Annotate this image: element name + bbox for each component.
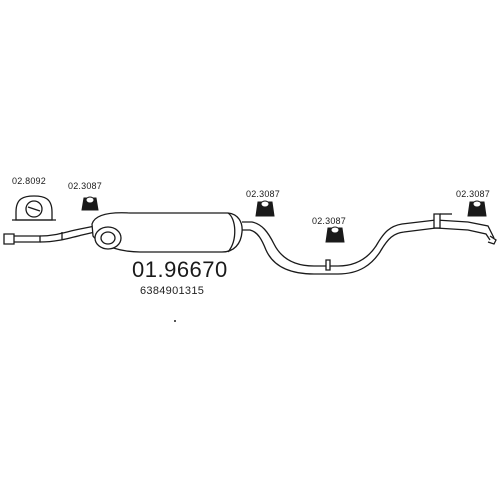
rubber-hanger-icon	[467, 200, 487, 217]
clamp-icon	[12, 195, 56, 221]
accessory-label-hanger: 02.3087	[312, 216, 346, 226]
silencer	[91, 212, 243, 253]
accessory-label-hanger: 02.3087	[68, 181, 102, 191]
front-pipe	[3, 225, 96, 245]
accessory-label-hanger: 02.3087	[456, 189, 490, 199]
rubber-hanger-icon	[325, 226, 345, 243]
accessory-label-hanger: 02.3087	[246, 189, 280, 199]
accessory-label-clamp: 02.8092	[12, 176, 46, 186]
rubber-hanger-icon	[81, 196, 99, 211]
part-number: 01.96670	[132, 257, 228, 282]
rubber-hanger-icon	[255, 200, 275, 217]
tail-pipe	[242, 213, 497, 275]
oem-number: 6384901315	[140, 285, 205, 297]
dot-mark	[174, 320, 176, 322]
